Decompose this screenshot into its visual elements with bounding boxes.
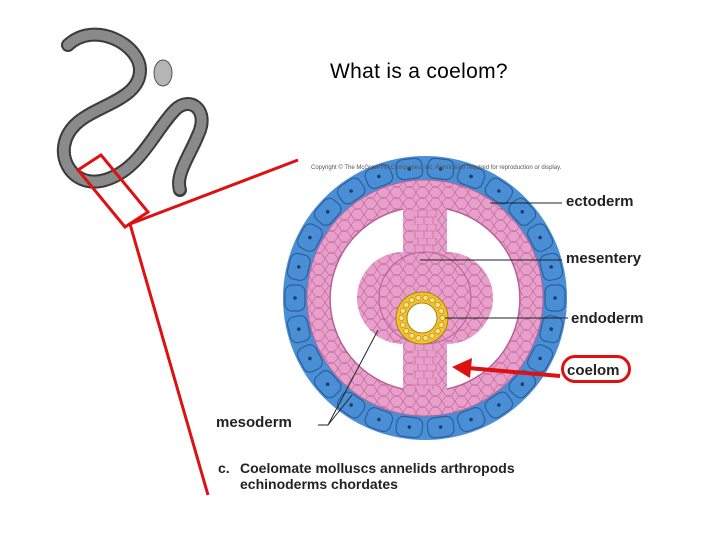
ectoderm-cells [284, 157, 566, 439]
ectoderm-nucleus [549, 327, 554, 331]
figure-caption: c. Coelomate molluscs annelids arthropods… [218, 460, 515, 492]
ectoderm-nucleus [308, 235, 312, 240]
ectoderm-nucleus [497, 403, 501, 407]
mesentery-dorsal [413, 210, 437, 254]
endoderm-cell [399, 308, 406, 314]
ectoderm-nucleus [469, 417, 473, 422]
label-coelom: coelom [567, 362, 620, 379]
ectoderm-nucleus [520, 209, 525, 214]
endoderm-cell [434, 328, 441, 335]
ectoderm-nucleus [407, 167, 412, 171]
label-endoderm: endoderm [571, 310, 644, 327]
ectoderm-nucleus [469, 174, 473, 179]
zoom-callout [75, 153, 299, 496]
ectoderm-nucleus [293, 296, 297, 300]
coelomate-cross-section [283, 156, 567, 440]
coelom-cavity-right [447, 209, 520, 389]
endoderm-cell [398, 315, 405, 321]
endoderm-cell [399, 322, 406, 328]
label-mesentery: mesentery [566, 250, 642, 267]
caption-letter: c. [218, 460, 230, 476]
endoderm-cell [438, 308, 445, 314]
ectoderm-nucleus [325, 382, 330, 387]
endoderm-cell [415, 335, 422, 342]
copyright-notice: Copyright © The McGraw-Hill Companies, I… [311, 165, 562, 171]
ectoderm-nucleus [497, 189, 501, 193]
gut-lumen [406, 302, 438, 334]
endoderm-cell [403, 328, 410, 335]
endoderm-cell [403, 301, 410, 308]
ectoderm-nucleus [325, 209, 330, 214]
ectoderm-nucleus [296, 265, 301, 269]
coelom-cavity-left [330, 209, 403, 389]
caption-text-2: echinoderms chordates [240, 476, 398, 492]
ectoderm-nucleus [438, 425, 443, 429]
endoderm-cell [434, 301, 441, 308]
leader-lines [318, 202, 568, 426]
ectoderm-nucleus [538, 235, 542, 240]
caption-line-1: c. Coelomate molluscs annelids arthropods [218, 460, 515, 476]
endoderm-cell [429, 332, 436, 339]
endoderm-cell [439, 315, 446, 321]
ectoderm-nucleus [538, 356, 542, 361]
ectoderm-nucleus [549, 265, 554, 269]
label-mesoderm: mesoderm [216, 414, 292, 431]
ectoderm-nucleus [377, 417, 381, 422]
ectoderm-nucleus [407, 425, 412, 429]
ectoderm-nucleus [349, 403, 353, 407]
ectoderm-nucleus [308, 356, 312, 361]
ectoderm-nucleus [520, 382, 525, 387]
ectoderm-nucleus [296, 327, 301, 331]
ectoderm-nucleus [553, 296, 557, 300]
slide-title: What is a coelom? [330, 60, 508, 83]
endoderm-cell [429, 297, 436, 304]
label-ectoderm: ectoderm [566, 193, 634, 210]
endoderm-cell [422, 294, 429, 301]
mesentery-ventral [413, 343, 437, 389]
ectoderm-nucleus [349, 189, 353, 193]
endoderm-cell [408, 297, 415, 304]
endoderm-cells [398, 294, 446, 342]
coelom-arrow [452, 358, 561, 378]
ectoderm-nucleus [438, 167, 443, 171]
endoderm-cell [408, 332, 415, 339]
caption-text-1: Coelomate molluscs annelids arthropods [240, 460, 515, 476]
earthworm-illustration [56, 27, 209, 197]
endoderm-cell [415, 294, 422, 301]
endoderm-cell [438, 322, 445, 328]
ectoderm-nucleus [377, 174, 381, 179]
endoderm-cell [422, 335, 429, 342]
coelom-highlight-oval [561, 355, 631, 383]
